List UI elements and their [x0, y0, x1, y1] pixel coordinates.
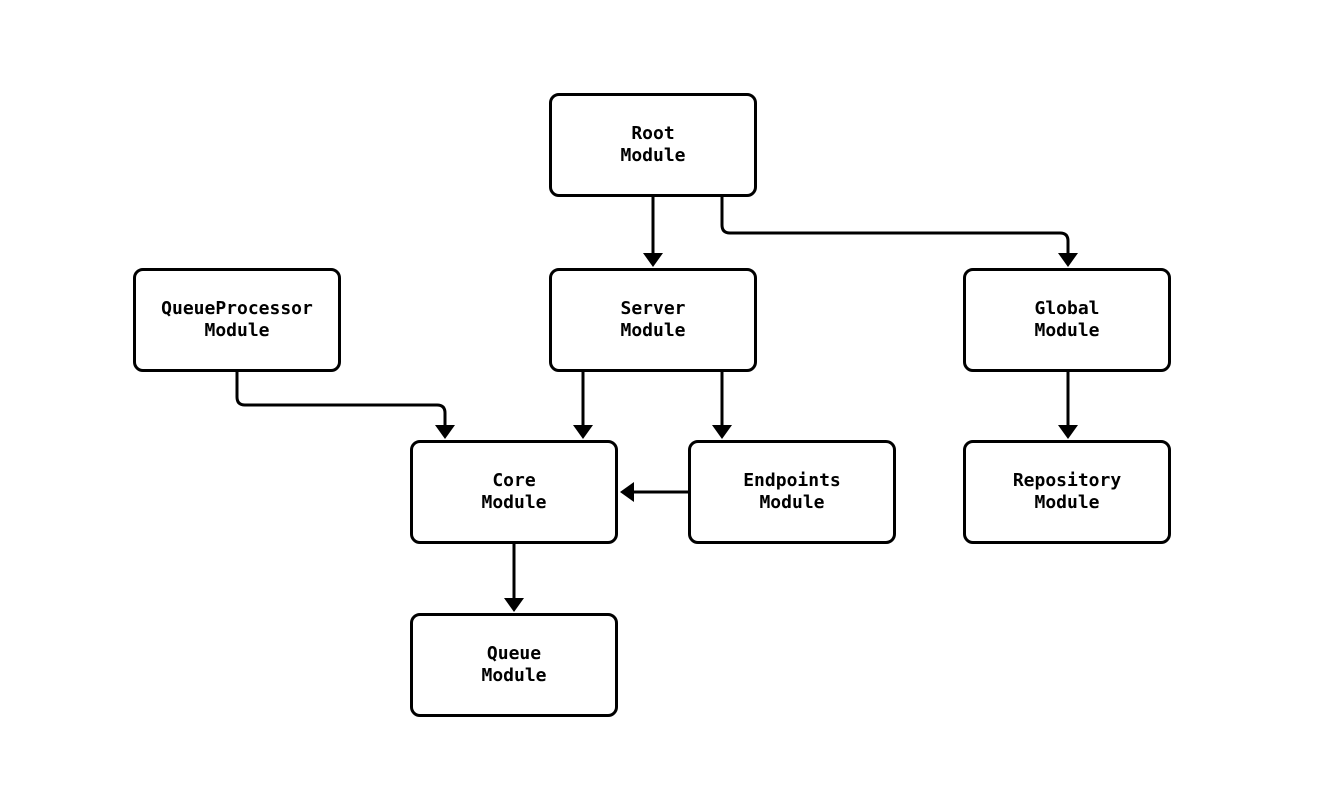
node-label: Repository Module — [1013, 470, 1121, 514]
edge-global-to-repository — [1058, 372, 1078, 439]
node-queueprocessor-module: QueueProcessor Module — [133, 268, 341, 372]
edge-queueprocessor-to-core — [235, 372, 455, 439]
node-label-line: Module — [481, 665, 547, 686]
node-endpoints-module: Endpoints Module — [688, 440, 896, 544]
edge-core-to-queue — [504, 544, 524, 612]
node-label-line: Core — [492, 470, 536, 491]
edge-root-to-server — [643, 197, 663, 267]
node-label-line: Module — [1034, 492, 1100, 513]
edge-root-to-global — [720, 197, 1078, 267]
node-label-line: Endpoints — [743, 470, 841, 491]
edge-server-to-core — [573, 372, 593, 439]
node-label-line: Module — [481, 492, 547, 513]
node-label-line: Module — [620, 145, 686, 166]
node-core-module: Core Module — [410, 440, 618, 544]
node-global-module: Global Module — [963, 268, 1171, 372]
node-label-line: Server — [620, 298, 686, 319]
node-label-line: Module — [620, 320, 686, 341]
edge-endpoints-to-core — [620, 482, 688, 502]
node-label: Global Module — [1034, 298, 1099, 342]
node-label-line: Queue — [486, 643, 542, 664]
node-server-module: Server Module — [549, 268, 757, 372]
node-queue-module: Queue Module — [410, 613, 618, 717]
node-label-line: Module — [1034, 320, 1100, 341]
node-label: Queue Module — [481, 643, 546, 687]
node-label-line: Module — [204, 320, 270, 341]
node-label: Root Module — [620, 123, 685, 167]
node-label-line: Repository — [1012, 470, 1122, 491]
node-label: Core Module — [481, 470, 546, 514]
node-label: QueueProcessor Module — [161, 298, 313, 342]
node-root-module: Root Module — [549, 93, 757, 197]
node-repository-module: Repository Module — [963, 440, 1171, 544]
node-label-line: Module — [759, 492, 825, 513]
node-label-line: Root — [631, 123, 675, 144]
node-label-line: QueueProcessor — [161, 298, 313, 319]
node-label: Endpoints Module — [743, 470, 841, 514]
edge-server-to-endpoints — [712, 372, 732, 439]
node-label-line: Global — [1034, 298, 1100, 319]
node-label: Server Module — [620, 298, 685, 342]
